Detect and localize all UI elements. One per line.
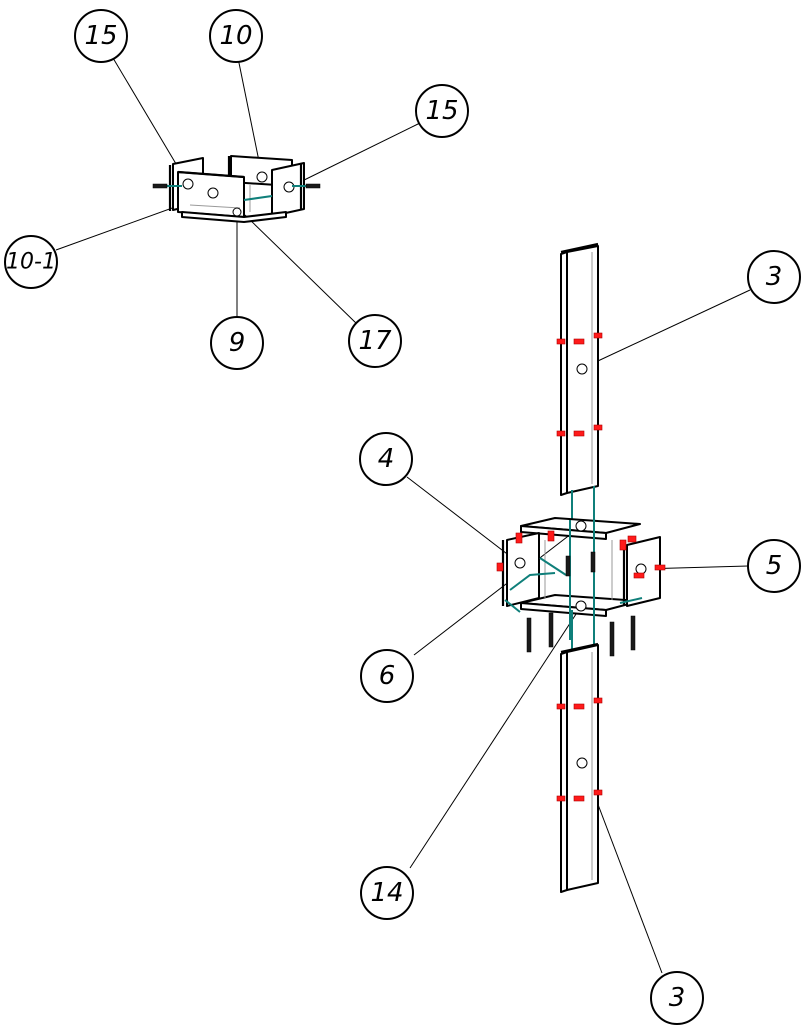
inner-bolt-1 (565, 555, 571, 577)
callout-14: 14 (360, 866, 414, 920)
callout-6: 6 (360, 649, 414, 703)
callout-5-label: 5 (766, 551, 783, 581)
box-connector-1 (509, 572, 556, 591)
callout-5: 5 (747, 539, 801, 593)
hole-14 (575, 600, 587, 612)
bottom-bolt-2 (548, 612, 554, 648)
lower-panel-side (560, 651, 568, 893)
callout-14-label: 14 (370, 878, 403, 908)
drawer-box-assembly (152, 155, 321, 223)
lower-cam-3 (593, 697, 603, 704)
lower-panel-hole (576, 757, 588, 769)
callout-3b-label: 3 (669, 983, 686, 1013)
leader-4 (406, 476, 520, 564)
hidden-edge-1 (189, 204, 241, 209)
hole-4 (514, 557, 526, 569)
box-cam-1 (515, 532, 523, 544)
bolt-left (152, 183, 168, 189)
callout-15b-label: 15 (425, 96, 458, 126)
lower-long-panel (556, 610, 603, 893)
connector-bottom (243, 195, 273, 201)
left-end-panel (506, 532, 540, 607)
box-cam-4 (619, 539, 627, 551)
lower-cam-5 (573, 795, 585, 802)
callout-15a-label: 15 (84, 21, 117, 51)
box-connector-6 (619, 597, 643, 604)
lower-cam-1 (556, 703, 566, 710)
lower-panel-top-edge (560, 642, 599, 654)
front-panel-top (177, 170, 245, 179)
leader-10 (237, 57, 263, 177)
leader-6 (413, 526, 581, 656)
leader-15b (291, 122, 421, 187)
bottom-bolt-1 (526, 617, 532, 653)
box-connector-5 (504, 599, 521, 613)
callout-4-label: 4 (378, 444, 395, 474)
callout-15b: 15 (415, 84, 469, 138)
upper-panel-hole (576, 363, 588, 375)
cam-fitting-3 (593, 332, 603, 339)
callout-6-label: 6 (379, 661, 396, 691)
box-connector-4 (539, 557, 567, 576)
callout-3a: 3 (747, 250, 801, 304)
lower-cam-2 (573, 703, 585, 710)
box-cam-3 (496, 562, 504, 572)
hole-10-1 (207, 187, 219, 199)
callout-9-label: 9 (229, 328, 246, 358)
cam-fitting-2 (573, 338, 585, 345)
box-cam-2 (547, 530, 555, 542)
hole-10 (256, 171, 268, 183)
lower-cam-4 (556, 795, 566, 802)
callout-10-1: 10-1 (4, 235, 58, 289)
callout-10: 10 (209, 9, 263, 63)
cam-fitting-1 (556, 338, 566, 345)
lower-cam-6 (593, 789, 603, 796)
callout-9: 9 (210, 316, 264, 370)
central-box-assembly (496, 517, 666, 657)
upper-long-panel (556, 242, 603, 520)
callout-10-label: 10 (219, 21, 252, 51)
box-cam-7 (654, 564, 666, 571)
callout-4: 4 (359, 432, 413, 486)
callout-17: 17 (348, 314, 402, 368)
cam-fitting-5 (573, 430, 585, 437)
hole-9 (232, 207, 242, 217)
callout-3a-label: 3 (766, 262, 783, 292)
inner-bolt-2 (590, 551, 596, 573)
callout-17-label: 17 (358, 326, 392, 356)
bottom-bolt-4 (630, 615, 636, 651)
callout-3b: 3 (650, 971, 704, 1025)
box-cam-5 (627, 535, 637, 543)
hole-5 (635, 563, 647, 575)
hole-15a (182, 178, 194, 190)
bolt-right (305, 183, 321, 189)
leader-17 (244, 214, 359, 326)
bottom-panel (181, 211, 287, 223)
bottom-bolt-3 (609, 621, 615, 657)
cam-fitting-4 (556, 430, 566, 437)
box-cam-6 (633, 572, 645, 579)
callout-10-1-label: 10-1 (6, 250, 56, 275)
leader-14 (409, 607, 581, 869)
leader-lines (55, 57, 751, 974)
upper-panel-top-edge (560, 242, 599, 254)
cam-fitting-6 (593, 424, 603, 431)
top-panel-thickness (520, 525, 607, 540)
callout-15a: 15 (74, 9, 128, 63)
leader-3a (584, 289, 751, 368)
callout-balloons: 15 10 15 10-1 9 17 3 4 (4, 9, 801, 1025)
upper-panel-side (560, 251, 568, 496)
hole-6 (575, 520, 587, 532)
